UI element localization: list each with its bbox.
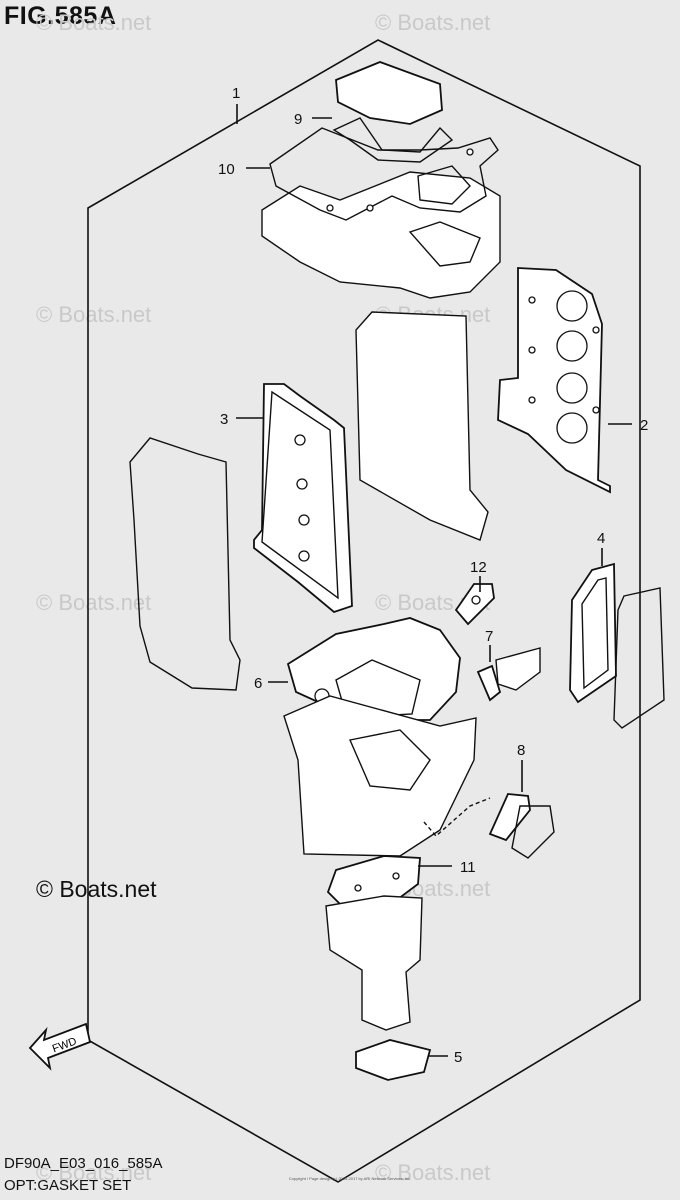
gasket-part-4[interactable] xyxy=(569,562,617,704)
callout-7: 7 xyxy=(485,628,493,645)
callout-3: 3 xyxy=(220,411,228,428)
gasket-part-8[interactable] xyxy=(488,793,531,842)
fine-print: Copyright / Page design (c) 2005-2017 by… xyxy=(288,1176,412,1181)
callout-5: 5 xyxy=(454,1049,462,1066)
watermark: © Boats.net xyxy=(36,10,152,35)
callout-4: 4 xyxy=(597,530,605,547)
watermark: © Boats.net xyxy=(36,590,152,615)
gasket-part-5[interactable] xyxy=(355,1039,432,1081)
callout-6: 6 xyxy=(254,675,262,692)
watermark: © Boats.net xyxy=(375,10,491,35)
callout-8: 8 xyxy=(517,742,525,759)
callout-10: 10 xyxy=(218,161,235,178)
callout-9: 9 xyxy=(294,111,302,128)
callout-2: 2 xyxy=(640,417,648,434)
oil-pan xyxy=(283,695,477,857)
exhaust-cover xyxy=(613,587,665,729)
callout-11: 11 xyxy=(460,859,476,876)
gasket-part-9[interactable] xyxy=(335,61,443,125)
callout-1: 1 xyxy=(232,85,240,102)
gasket-part-10[interactable] xyxy=(269,127,499,221)
copyright-notice: © Boats.net xyxy=(36,876,157,902)
watermark: © Boats.net xyxy=(36,302,152,327)
gasket-part-7[interactable] xyxy=(476,664,502,702)
figure-title: FIG.585A xyxy=(4,2,117,30)
set-name: OPT:GASKET SET xyxy=(4,1177,132,1194)
cylinder-block xyxy=(355,311,489,541)
gasket-part-2[interactable] xyxy=(497,267,611,494)
callout-12: 12 xyxy=(470,559,487,576)
gasket-part-11[interactable] xyxy=(326,855,421,909)
watermark: © Boats.net xyxy=(36,1160,152,1185)
watermark: © Boats.net xyxy=(375,1160,491,1185)
drive-shaft-housing xyxy=(325,895,423,1031)
model-code: DF90A_E03_016_585A xyxy=(4,1155,163,1172)
side-cover-left xyxy=(129,437,241,691)
fwd-arrow-icon xyxy=(28,1022,92,1071)
